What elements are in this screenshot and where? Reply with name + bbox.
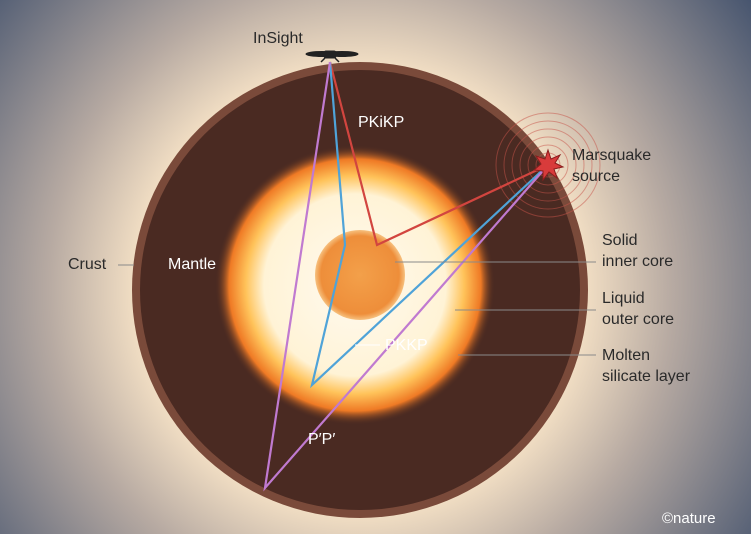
marsquake-line1: Marsquake — [572, 147, 652, 164]
marsquake-label: Marsquake source — [572, 145, 651, 187]
molten-line2: silicate layer — [602, 368, 691, 385]
pkikp-ray — [328, 61, 549, 247]
nature-credit: ©nature — [662, 510, 716, 527]
insight-lander-icon — [305, 50, 359, 63]
marsquake-line2: source — [572, 168, 621, 185]
liquid-line1: Liquid — [602, 290, 645, 307]
crust-label: Crust — [68, 256, 107, 273]
marsquake-icon — [532, 148, 565, 182]
liquid-line2: outer core — [602, 311, 675, 328]
mantle-label: Mantle — [168, 256, 217, 273]
liquid-outer-core-label: Liquid outer core — [602, 288, 674, 330]
pp-label: P′P′ — [308, 431, 336, 448]
pkkp-ray — [310, 61, 549, 389]
inner-core — [315, 230, 405, 320]
insight-label: InSight — [253, 30, 303, 47]
molten-line1: Molten — [602, 347, 651, 364]
leader-lines — [118, 261, 596, 356]
solid-line2: inner core — [602, 253, 674, 270]
pkikp-label: PKiKP — [358, 114, 405, 131]
solid-inner-core-label: Solid inner core — [602, 230, 673, 272]
pkkp-label: PKKP — [385, 337, 428, 354]
molten-silicate-label: Molten silicate layer — [602, 345, 690, 387]
pp-ray — [263, 61, 549, 492]
solid-line1: Solid — [602, 232, 638, 249]
